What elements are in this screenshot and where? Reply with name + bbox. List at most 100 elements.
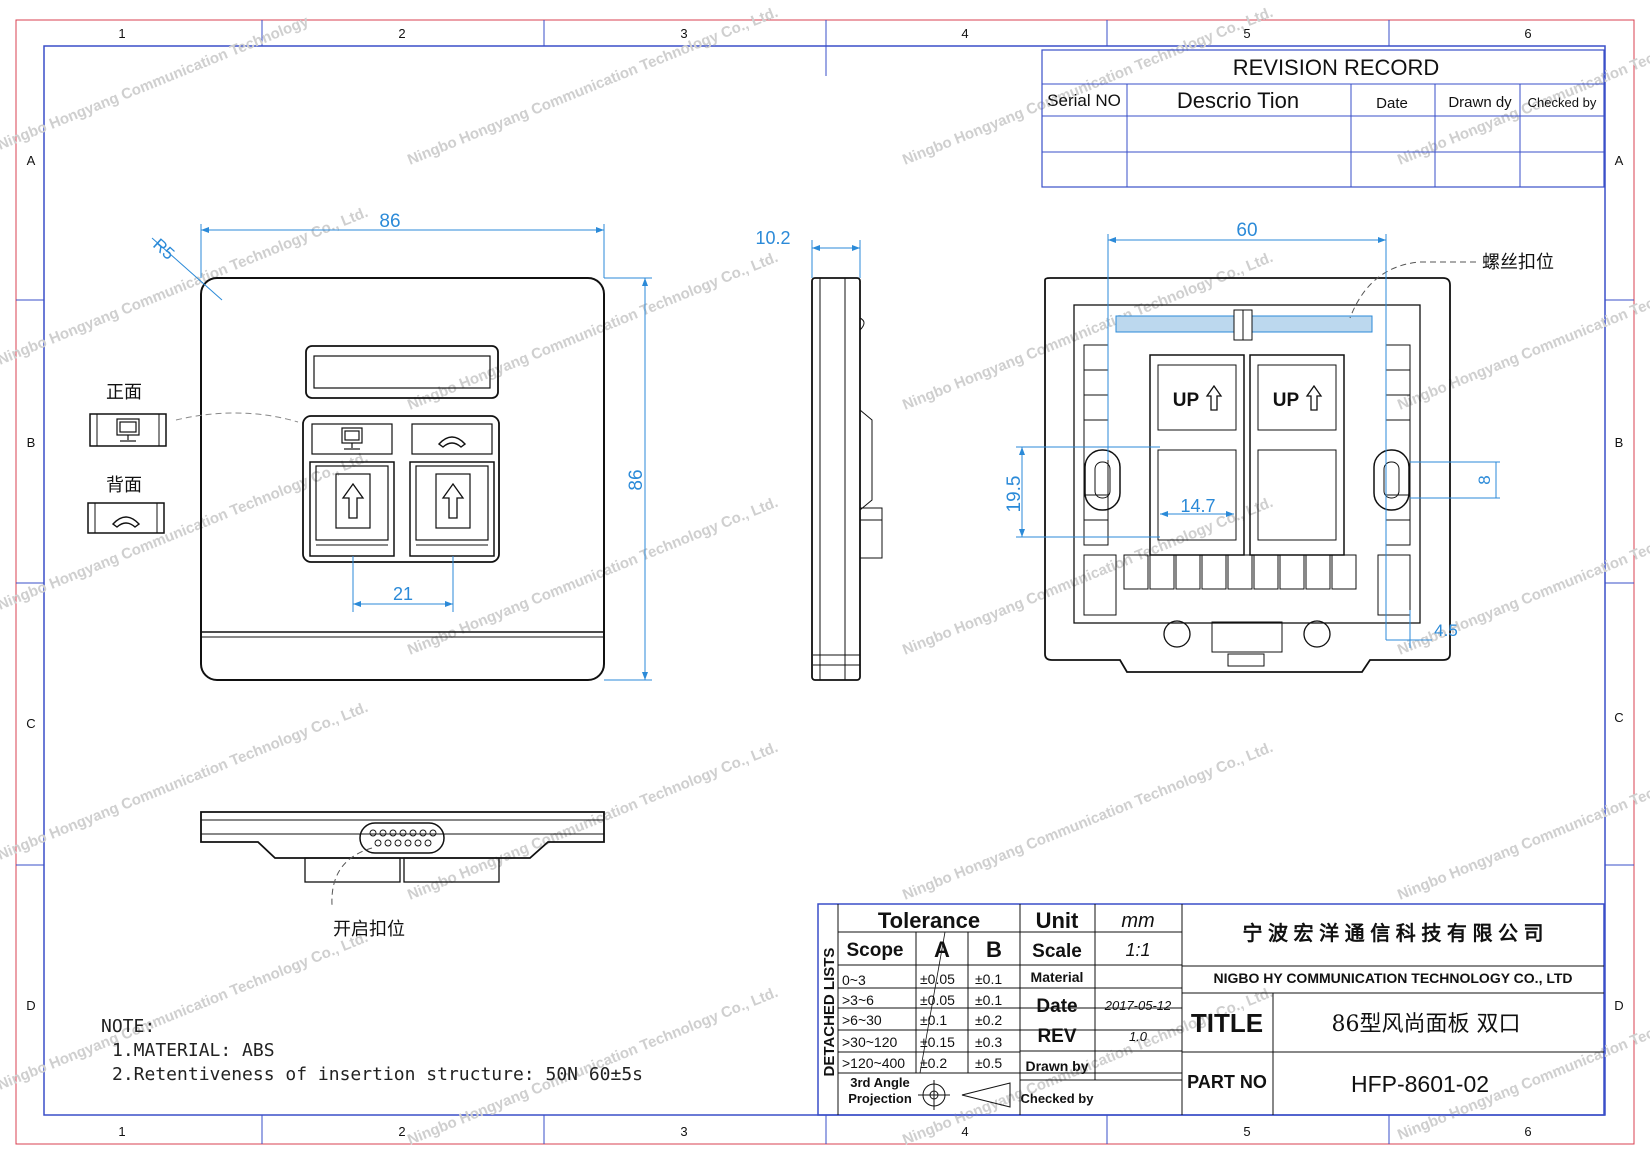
front-view: 86 86 R5 21 xyxy=(149,211,652,681)
unit-label: Unit xyxy=(1036,908,1079,933)
row-b-right: B xyxy=(1615,435,1624,450)
watermark: Ningbo Hongyang Communication Technology… xyxy=(0,449,371,614)
title-block: DETACHED LISTS Tolerance Unit mm Scope A… xyxy=(817,903,1605,1116)
rev-col-description: Descrio Tion xyxy=(1177,88,1299,113)
projection-label: 3rd Angle Projection xyxy=(848,1075,912,1106)
watermark: Ningbo Hongyang Communication Technology… xyxy=(405,249,780,414)
note-title: NOTE: xyxy=(101,1016,155,1037)
clip-label: 开启扣位 xyxy=(333,919,405,939)
watermark: Ningbo Hongyang Communication Technology… xyxy=(900,739,1275,904)
watermark: Ningbo Hongyang Communication Technology… xyxy=(0,204,371,369)
back-label: 背面 xyxy=(106,475,142,495)
watermark: Ningbo Hongyang Communication Technology xyxy=(1395,28,1650,169)
front-width-dim: 86 xyxy=(379,211,400,232)
col-5: 5 xyxy=(1243,26,1250,41)
date-value: 2017-05-12 xyxy=(1104,998,1172,1013)
col-1-bottom: 1 xyxy=(118,1124,125,1139)
col-2: 2 xyxy=(398,26,405,41)
depth-dim: 10.2 xyxy=(755,228,790,248)
unit-value: mm xyxy=(1121,910,1154,932)
tol-a: ±0.15 xyxy=(920,1034,955,1050)
tol-scope: >120~400 xyxy=(842,1055,905,1071)
row-b: B xyxy=(27,435,36,450)
row-a-right: A xyxy=(1615,153,1624,168)
inner-dim: 14.7 xyxy=(1180,496,1215,516)
tol-a: ±0.1 xyxy=(920,1012,947,1028)
projection-symbol-icon xyxy=(918,1080,1011,1110)
company-name-en: NIGBO HY COMMUNICATION TECHNOLOGY CO., L… xyxy=(1213,970,1572,986)
outer-frame xyxy=(15,19,1635,1145)
slot-dim: 8 xyxy=(1475,475,1494,484)
row-d: D xyxy=(26,998,35,1013)
row-a: A xyxy=(27,153,36,168)
col-5-bottom: 5 xyxy=(1243,1124,1250,1139)
back-width-dim: 60 xyxy=(1236,220,1257,241)
watermark: Ningbo Hongyang Communication Technology xyxy=(1395,273,1650,414)
revision-record: REVISION RECORD Serial NO Descrio Tion D… xyxy=(1041,49,1605,188)
scale-label: Scale xyxy=(1032,941,1082,962)
watermark: Ningbo Hongyang Communication Technology… xyxy=(405,4,780,169)
watermark: Ningbo Hongyang Communication Technology… xyxy=(405,494,780,659)
revision-title: REVISION RECORD xyxy=(1233,55,1440,80)
computer-icon xyxy=(116,418,140,442)
note-line: 2.Retentiveness of insertion structure: … xyxy=(112,1064,643,1085)
back-height-dim: 19.5 xyxy=(1004,476,1025,513)
col-4: 4 xyxy=(961,26,968,41)
tol-a: ±0.05 xyxy=(920,971,955,987)
tol-scope: >3~6 xyxy=(842,992,874,1008)
tol-b: ±0.1 xyxy=(975,992,1002,1008)
front-label: 正面 xyxy=(106,382,142,402)
tol-scope: >30~120 xyxy=(842,1034,897,1050)
detached-lists: DETACHED LISTS xyxy=(821,948,838,1077)
title-label: TITLE xyxy=(1191,1008,1263,1038)
col-6-bottom: 6 xyxy=(1524,1124,1531,1139)
col-3: 3 xyxy=(680,26,687,41)
scale-value: 1:1 xyxy=(1125,940,1150,960)
col-3-bottom: 3 xyxy=(680,1124,687,1139)
notes: NOTE: 1.MATERIAL: ABS 2.Retentiveness of… xyxy=(101,1016,643,1085)
tol-a: ±0.2 xyxy=(920,1055,947,1071)
back-view: 螺丝扣位 UP UP xyxy=(1004,220,1554,673)
face-labels: 正面 背面 xyxy=(87,382,299,534)
rev-value: 1.0 xyxy=(1129,1029,1148,1044)
zone-ticks xyxy=(16,20,1634,1144)
tol-b: ±0.5 xyxy=(975,1055,1002,1071)
jack-spacing-dim: 21 xyxy=(393,584,413,604)
tolerance-label: Tolerance xyxy=(878,908,980,933)
tol-b: ±0.2 xyxy=(975,1012,1002,1028)
checked-by-label: Checked by xyxy=(1021,1091,1095,1106)
up-label: UP xyxy=(1273,390,1300,411)
projection-label-box: 3rd Angle Projection xyxy=(848,1075,912,1106)
watermark: Ningbo Hongyang Communication Technology… xyxy=(405,739,780,904)
rev-col-date: Date xyxy=(1376,95,1408,112)
col-1: 1 xyxy=(118,26,125,41)
watermark: Ningbo Hongyang Communication Technology xyxy=(1395,763,1650,904)
row-c: C xyxy=(26,716,35,731)
drawn-by-label: Drawn by xyxy=(1025,1058,1088,1074)
up-arrow-icon xyxy=(341,482,465,519)
title-value: 86型风尚面板 双口 xyxy=(1332,1012,1521,1037)
rev-col-drawn: Drawn dy xyxy=(1448,94,1512,111)
col-a-label: A xyxy=(934,937,950,962)
watermark: Ningbo Hongyang Communication Technology… xyxy=(900,4,1275,169)
screw-label: 螺丝扣位 xyxy=(1482,252,1554,272)
edge-dim: 4.5 xyxy=(1434,621,1458,640)
row-c-right: C xyxy=(1614,710,1623,725)
col-6: 6 xyxy=(1524,26,1531,41)
row-d-right: D xyxy=(1614,998,1623,1013)
scope-label: Scope xyxy=(846,940,903,961)
up-arrow-icon xyxy=(1205,384,1323,411)
material-label: Material xyxy=(1031,969,1084,985)
bottom-view: 开启扣位 xyxy=(200,811,605,939)
tol-b: ±0.1 xyxy=(975,971,1002,987)
company-name-cn: 宁 波 宏 洋 通 信 科 技 有 限 公 司 xyxy=(1242,921,1543,945)
col-4-bottom: 4 xyxy=(961,1124,968,1139)
computer-icon xyxy=(341,427,363,450)
zone-labels: 1 2 3 4 5 6 1 2 3 4 5 6 A B C D A B C D xyxy=(26,26,1623,1139)
up-label: UP xyxy=(1173,390,1200,411)
rev-col-checked: Checked by xyxy=(1528,95,1597,110)
part-no-value: HFP-8601-02 xyxy=(1351,1071,1489,1097)
rev-col-serial: Serial NO xyxy=(1047,91,1121,110)
front-height-dim: 86 xyxy=(626,469,647,490)
